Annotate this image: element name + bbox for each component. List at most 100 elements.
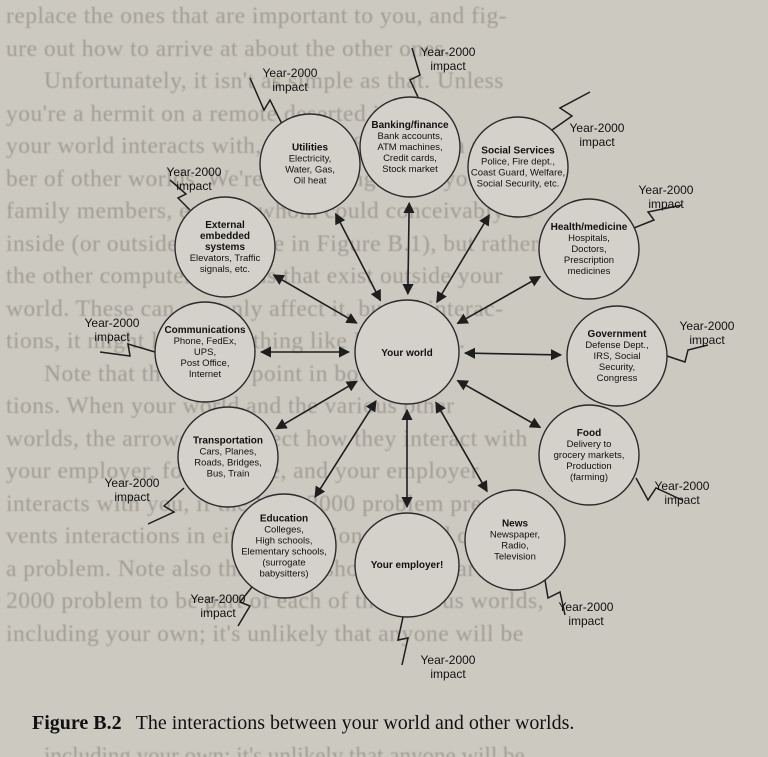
node-detail: Doctors, bbox=[571, 244, 606, 255]
arrow-health bbox=[456, 275, 542, 325]
lightning-bolt-education bbox=[237, 586, 253, 627]
node-circle-food bbox=[538, 404, 640, 506]
arrow-news bbox=[435, 401, 488, 493]
node-detail: Delivery to bbox=[567, 439, 612, 450]
arrow-food bbox=[456, 379, 542, 429]
lightning-bolt-social bbox=[551, 91, 591, 131]
lightning-bolt-food bbox=[635, 477, 683, 502]
node-detail: Social Security, etc. bbox=[477, 179, 560, 190]
node-title: embedded bbox=[200, 231, 250, 242]
background-text-line: you're a hermit on a remote deserted isl… bbox=[6, 100, 439, 127]
arrow-education bbox=[314, 400, 377, 498]
node-detail: Electricity, bbox=[289, 154, 332, 165]
arrow-banking bbox=[402, 201, 415, 296]
node-detail: (surrogate bbox=[262, 558, 305, 569]
node-title: External bbox=[205, 220, 245, 231]
center-title: Your world bbox=[381, 348, 432, 359]
lightning-bolt-government bbox=[666, 344, 709, 363]
node-title: Government bbox=[588, 329, 648, 340]
node-health: Health/medicineHospitals,Doctors,Prescri… bbox=[538, 198, 640, 300]
node-circle-employer bbox=[354, 512, 460, 618]
node-detail: Bus, Train bbox=[207, 469, 250, 480]
node-circle-education bbox=[231, 493, 337, 599]
node-detail: Security, bbox=[599, 362, 635, 373]
node-detail: Elevators, Traffic bbox=[190, 253, 261, 264]
node-detail: Newspaper, bbox=[490, 530, 540, 541]
node-detail: Congress bbox=[597, 373, 638, 384]
node-title: Education bbox=[260, 514, 308, 525]
lightning-bolt-transportation bbox=[147, 487, 185, 525]
arrow-transportation bbox=[275, 380, 358, 430]
lightning-bolt-health bbox=[633, 204, 683, 229]
node-circle-social bbox=[467, 116, 569, 218]
caption-text: The interactions between your world and … bbox=[135, 712, 575, 734]
node-title: Transportation bbox=[193, 436, 263, 447]
node-detail: Defense Dept., bbox=[585, 340, 648, 351]
arrow-government bbox=[463, 347, 563, 361]
node-circle-government bbox=[566, 305, 668, 407]
center-circle bbox=[354, 299, 460, 405]
node-detail: Post Office, bbox=[181, 358, 230, 369]
node-circle-transportation bbox=[177, 406, 279, 508]
node-detail: Bank accounts, bbox=[378, 131, 443, 142]
node-circle-utilities bbox=[259, 113, 361, 215]
node-detail: Phone, FedEx, bbox=[174, 336, 237, 347]
lightning-bolt-external bbox=[169, 179, 191, 211]
lightning-bolt-employer bbox=[397, 616, 409, 666]
node-detail: High schools, bbox=[255, 536, 312, 547]
node-detail: Production bbox=[566, 461, 611, 472]
node-detail: Stock market bbox=[382, 164, 438, 175]
lightning-bolt-utilities bbox=[249, 77, 283, 125]
node-title: Social Services bbox=[481, 146, 555, 157]
node-detail: (farming) bbox=[570, 472, 608, 483]
node-circle-external bbox=[174, 196, 276, 298]
node-detail: Television bbox=[494, 552, 536, 563]
node-circle-banking bbox=[359, 96, 461, 198]
node-detail: Prescription bbox=[564, 255, 614, 266]
node-detail: Coast Guard, Welfare, bbox=[471, 168, 565, 179]
background-bottom-text: including your own; it's unlikely that a… bbox=[44, 744, 525, 757]
lightning-bolt-banking bbox=[409, 47, 421, 98]
node-detail: Hospitals, bbox=[568, 233, 610, 244]
background-text-line: ure out how to arrive at about the other… bbox=[6, 35, 451, 62]
node-detail: Cars, Planes, bbox=[199, 447, 256, 458]
lightning-bolt-communications bbox=[99, 342, 156, 357]
caption-label: Figure B.2 bbox=[32, 712, 122, 734]
node-title: Food bbox=[577, 428, 601, 439]
node-detail: Water, Gas, bbox=[285, 165, 335, 176]
node-detail: signals, etc. bbox=[200, 264, 250, 275]
background-text-line: replace the ones that are important to y… bbox=[6, 3, 508, 29]
node-title: systems bbox=[205, 242, 245, 253]
node-detail: grocery markets, bbox=[554, 450, 625, 461]
node-detail: UPS, bbox=[194, 347, 216, 358]
node-title: Banking/finance bbox=[371, 120, 449, 131]
node-detail: ATM machines, bbox=[377, 142, 442, 153]
arrow-utilities bbox=[334, 212, 382, 302]
figure-caption: Figure B.2 The interactions between your … bbox=[32, 712, 574, 735]
node-circle-news bbox=[464, 489, 566, 591]
arrow-social bbox=[436, 214, 490, 304]
background-text-line: including your own; it's unlikely that a… bbox=[6, 620, 524, 647]
background-text-line: Unfortunately, it isn't as simple as tha… bbox=[44, 68, 504, 94]
